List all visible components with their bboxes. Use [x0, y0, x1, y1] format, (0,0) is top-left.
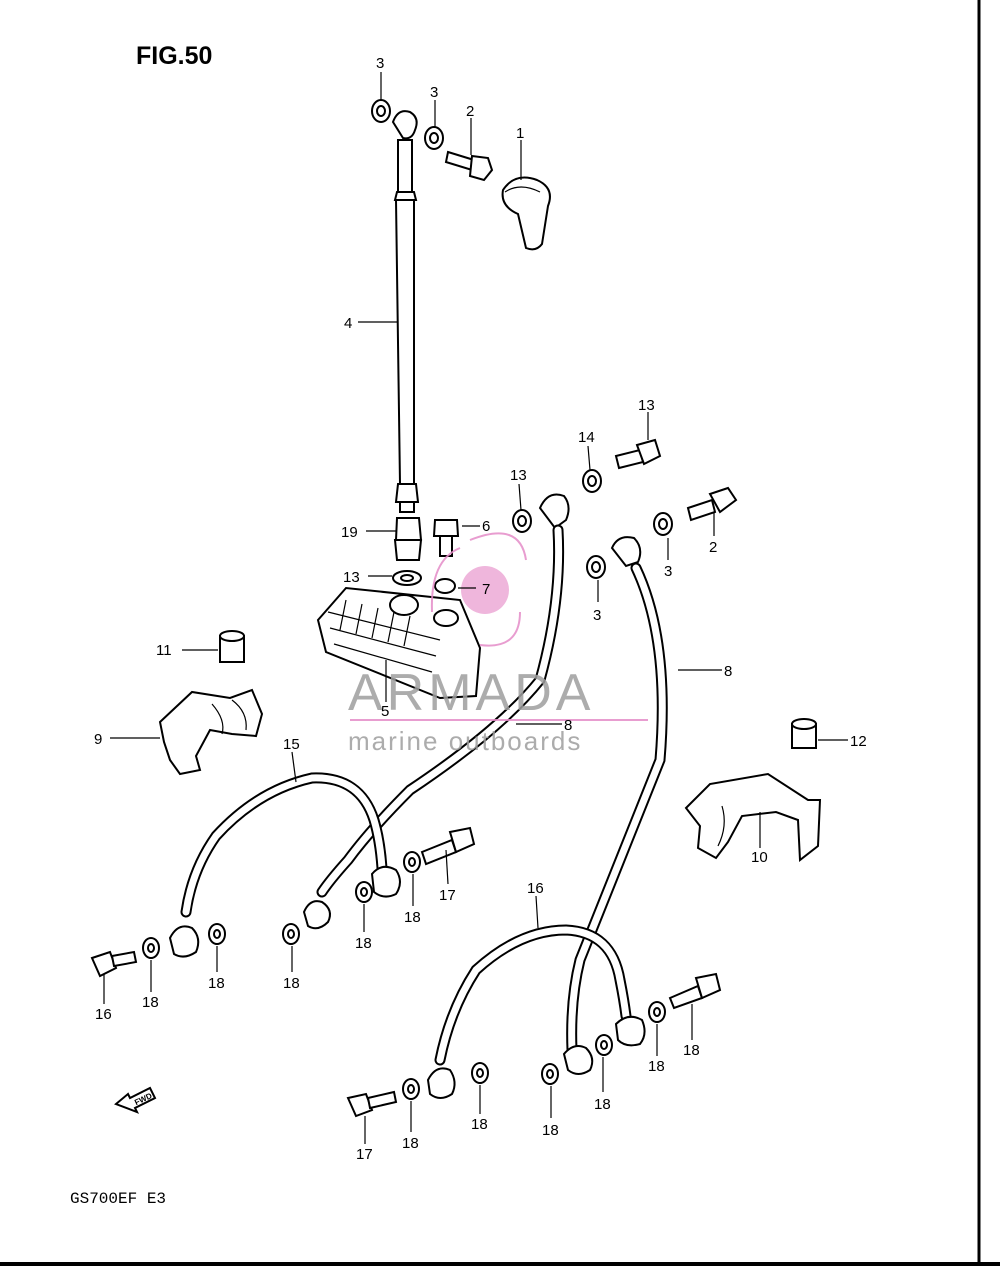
callout-14: 15: [283, 736, 300, 753]
middle-brake-hose-part: [302, 493, 570, 930]
grommet-part: [219, 630, 245, 663]
lower-right-brake-hose-part: [426, 924, 646, 1099]
plate-washer-part: [433, 609, 459, 627]
callout-18: 18: [471, 1116, 488, 1133]
callout-13: 13: [510, 467, 527, 484]
union-bolt-part: [444, 150, 494, 182]
callout-18: 18: [402, 1135, 419, 1152]
callout-2: 2: [466, 103, 474, 120]
callout-3: 3: [376, 55, 384, 72]
callout-8: 8: [724, 663, 732, 680]
callout-11: 11: [156, 642, 172, 659]
lower-left-brake-hose-part: [168, 772, 401, 958]
callout-18: 18: [648, 1058, 665, 1075]
mounting-bolt-part: [432, 519, 460, 557]
callout-18: 18: [355, 935, 372, 952]
grommet-part: [791, 718, 817, 749]
callout-12: 13: [638, 397, 655, 414]
callout-19: 19: [341, 524, 358, 541]
callout-3: 3: [593, 607, 601, 624]
union-bolt-part: [420, 826, 476, 866]
union-bolt-part: [90, 950, 138, 978]
callout-4: 4: [344, 315, 352, 332]
callout-17: 17: [439, 887, 456, 904]
callout-15: 16: [527, 880, 544, 897]
callout-13: 14: [578, 429, 595, 446]
callout-5: 5: [381, 703, 389, 720]
union-bolt-part: [346, 1090, 398, 1118]
propeller-logo-icon: [430, 532, 527, 647]
leader-lines: [103, 72, 848, 1144]
callout-11: 12: [850, 733, 867, 750]
union-bolt-part: [668, 972, 722, 1010]
callout-9: 9: [94, 731, 102, 748]
bleeder-cap-part: [501, 176, 551, 251]
forward-direction-arrow-icon: FWD: [114, 1086, 157, 1114]
callout-18: 18: [594, 1096, 611, 1113]
callout-13: 13: [343, 569, 360, 586]
callout-3: 3: [664, 563, 672, 580]
watermark-brand: ARMADA: [348, 664, 594, 722]
callout-10: 10: [751, 849, 768, 866]
hose-clamp-left-part: [158, 688, 264, 776]
plate-washer-part: [434, 578, 456, 594]
callout-18: 18: [283, 975, 300, 992]
callout-18: 18: [404, 909, 421, 926]
hose-fitting-part: [393, 517, 423, 561]
callout-18: 18: [542, 1122, 559, 1139]
callout-18: 18: [208, 975, 225, 992]
callout-8: 8: [564, 717, 572, 734]
callout-labels: 3 3 2 1 4 19 6 13 7 13 14 13 3 3 2 8 8 5…: [94, 55, 867, 1163]
long-brake-hose-part: [562, 536, 668, 1075]
callout-7: 7: [482, 581, 490, 598]
watermark: ARMADA marine outboards: [348, 532, 648, 756]
union-bolt-part: [686, 486, 738, 522]
callout-6: 6: [482, 518, 490, 535]
callout-1: 1: [516, 125, 524, 142]
hose-bracket-right-part: [684, 772, 822, 862]
model-code: GS700EF E3: [70, 1190, 166, 1208]
callout-18: 18: [142, 994, 159, 1011]
callout-17: 18: [683, 1042, 700, 1059]
upper-brake-hose-part: [391, 110, 420, 513]
watermark-tagline: marine outboards: [348, 726, 582, 756]
callout-16: 17: [356, 1146, 373, 1163]
callout-2: 2: [709, 539, 717, 556]
callout-3: 3: [430, 84, 438, 101]
figure-title: FIG.50: [136, 42, 212, 70]
callout-16: 16: [95, 1006, 112, 1023]
union-bolt-part: [614, 438, 662, 470]
